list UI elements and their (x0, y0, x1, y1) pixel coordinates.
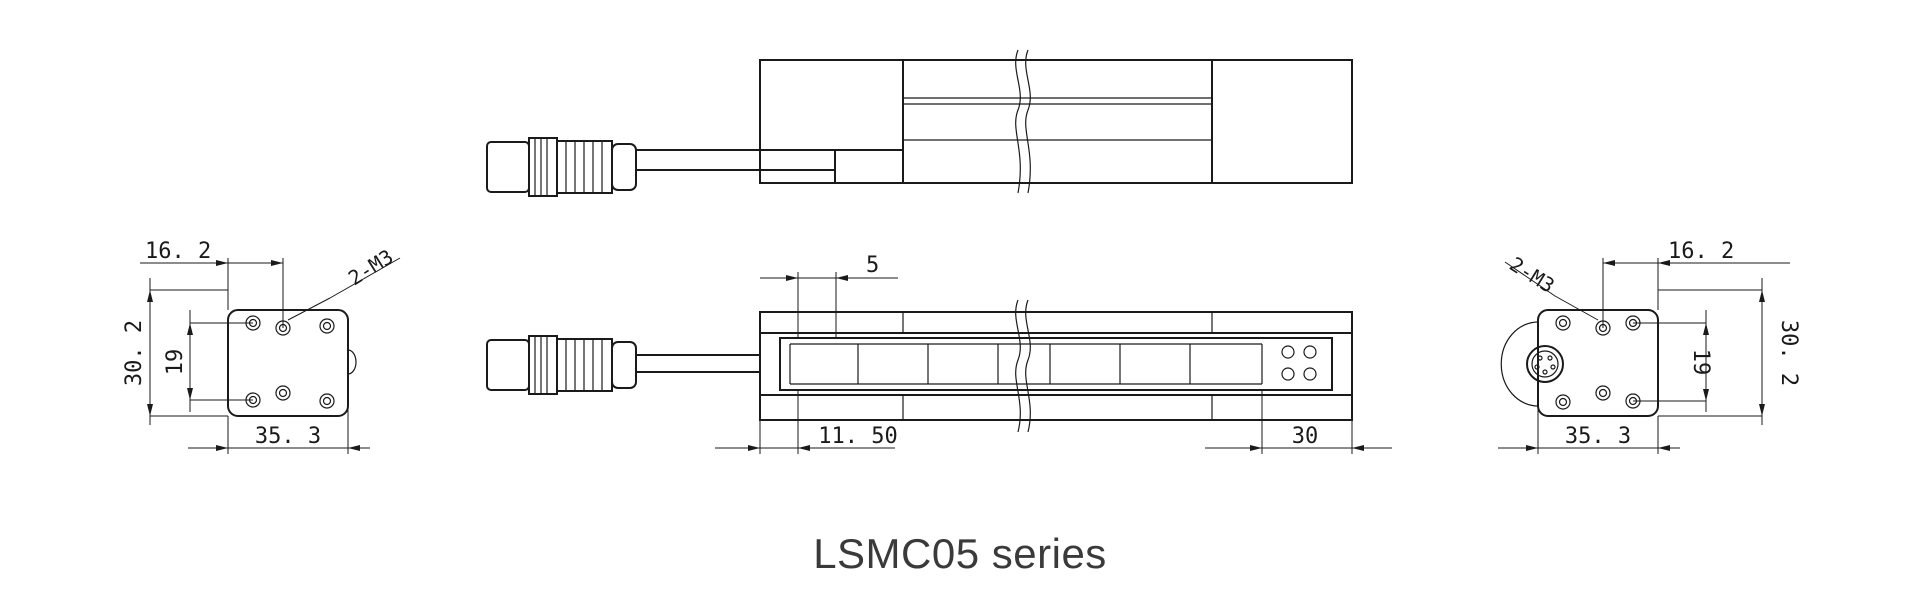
left-dim-30-2: 30. 2 (122, 320, 147, 386)
top-view (486, 49, 1353, 197)
connector-top (486, 137, 637, 197)
front-dimensions (715, 272, 1392, 454)
right-dim-2-m3: 2-M3 (1505, 252, 1559, 298)
right-dim-19: 19 (1688, 349, 1713, 376)
front-dim-11-50: 11. 50 (818, 424, 897, 449)
front-dim-30: 30 (1292, 424, 1319, 449)
left-dim-2-m3: 2-M3 (344, 244, 398, 290)
housing-front (759, 299, 1353, 433)
housing-top (759, 49, 1353, 194)
caption-title: LSMC05 series (813, 530, 1107, 577)
connector-front (486, 335, 637, 395)
left-dim-19: 19 (163, 349, 188, 376)
front-view (486, 272, 1392, 454)
cable-top (636, 149, 835, 171)
left-dim-16-2: 16. 2 (145, 239, 211, 264)
right-dim-35-3: 35. 3 (1565, 424, 1631, 449)
left-end-view (140, 257, 401, 454)
right-dim-16-2: 16. 2 (1668, 239, 1734, 264)
right-end-view (1498, 258, 1790, 454)
front-dim-5: 5 (866, 253, 879, 278)
right-dim-30-2: 30. 2 (1776, 320, 1801, 386)
left-dim-35-3: 35. 3 (255, 424, 321, 449)
cable-front (636, 354, 760, 373)
